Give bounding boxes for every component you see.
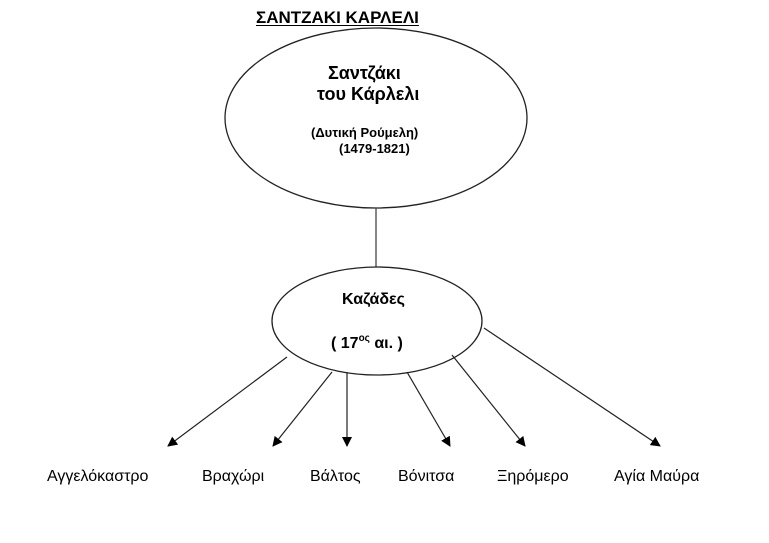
root-node-line2: του Κάρλελι xyxy=(317,84,420,104)
arrow-to-agia-mavra xyxy=(483,327,661,447)
arrow-to-vrachori xyxy=(272,371,333,447)
arrows xyxy=(167,327,661,447)
arrow-to-xiromero xyxy=(451,354,526,447)
century-prefix: ( 17 xyxy=(331,335,359,352)
middle-node-century: ( 17ος αι. ) xyxy=(331,333,403,352)
middle-node-label: Καζάδες xyxy=(342,291,405,308)
root-node-line1: Σαντζάκι xyxy=(328,63,401,83)
leaf-aggelokastro: Αγγελόκαστρο xyxy=(47,468,149,485)
arrow-to-vonitsa xyxy=(406,371,451,447)
century-suffix: αι. ) xyxy=(369,335,403,352)
leaf-vrachori: Βραχώρι xyxy=(202,468,265,485)
leaf-vonitsa: Βόνιτσα xyxy=(398,468,455,485)
root-node-region: (Δυτική Ρούμελη) xyxy=(311,125,419,140)
leaf-valtos: Βάλτος xyxy=(310,468,361,485)
root-node-period: (1479-1821) xyxy=(339,141,410,156)
leaf-agia-mavra: Αγία Μαύρα xyxy=(614,468,700,485)
century-ordinal-sup: ος xyxy=(358,333,370,344)
leaf-xiromero: Ξηρόμερο xyxy=(497,468,569,485)
middle-ellipse xyxy=(271,266,483,376)
root-ellipse xyxy=(224,27,528,209)
diagram-title: ΣΑΝΤΖΑΚΙ ΚΑΡΛΕΛΙ xyxy=(256,8,419,27)
arrow-to-aggelokastro xyxy=(167,356,288,447)
